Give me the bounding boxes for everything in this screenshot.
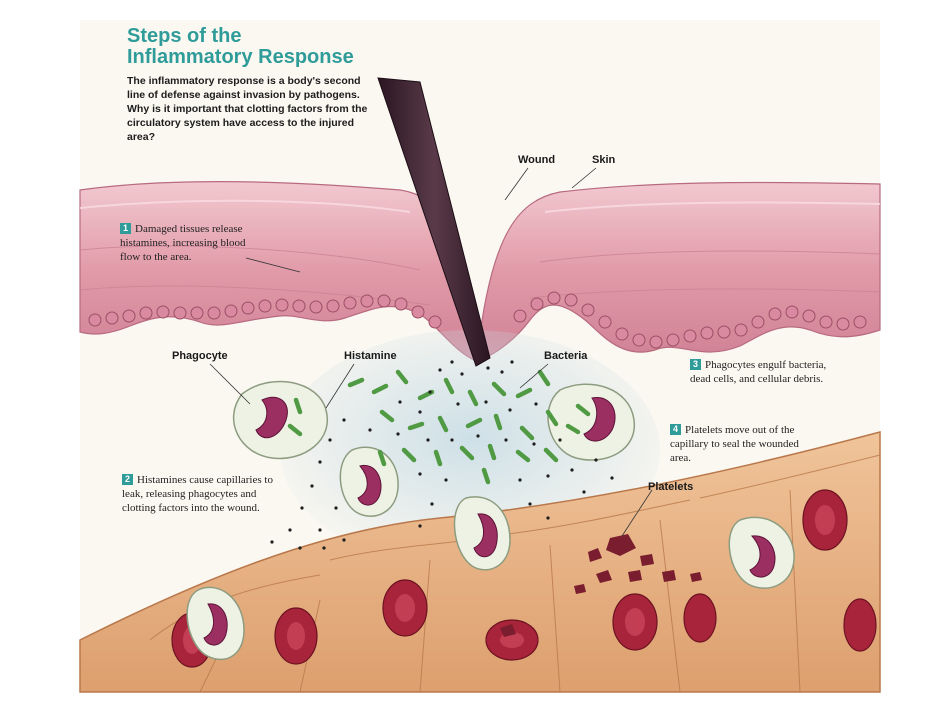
platelets (500, 534, 702, 637)
label-bacteria: Bacteria (544, 350, 588, 362)
step-number-badge: 3 (690, 359, 702, 370)
step-text: Platelets move out of the capillary to s… (670, 424, 799, 464)
label-histamine: Histamine (344, 350, 397, 362)
splinter (377, 77, 491, 367)
title-line-1: Steps of the (127, 25, 242, 47)
leader-lines (209, 167, 653, 537)
phagocyte-nuclei (203, 396, 776, 646)
page-title: Steps of the Inflammatory Response (127, 26, 387, 68)
step-text: Phagocytes engulf bacteria, dead cells, … (690, 359, 827, 385)
step-number-badge: 1 (120, 223, 132, 234)
red-blood-cells (171, 489, 877, 668)
intro-text: The inflammatory response is a body's se… (127, 75, 368, 143)
label-platelets: Platelets (648, 481, 694, 493)
step-number-badge: 4 (670, 424, 682, 435)
label-wound: Wound (518, 154, 556, 166)
step-text: Histamines cause capillaries to leak, re… (122, 474, 273, 514)
histamine-dots (270, 360, 614, 550)
step-text: Damaged tissues release histamines, incr… (120, 223, 246, 263)
basal-cell-row (88, 291, 867, 349)
label-phagocyte: Phagocyte (172, 350, 228, 362)
label-skin: Skin (592, 154, 616, 166)
bacteria (287, 369, 591, 485)
title-line-2: Inflammatory Response (127, 46, 354, 68)
step-number-badge: 2 (122, 474, 134, 485)
